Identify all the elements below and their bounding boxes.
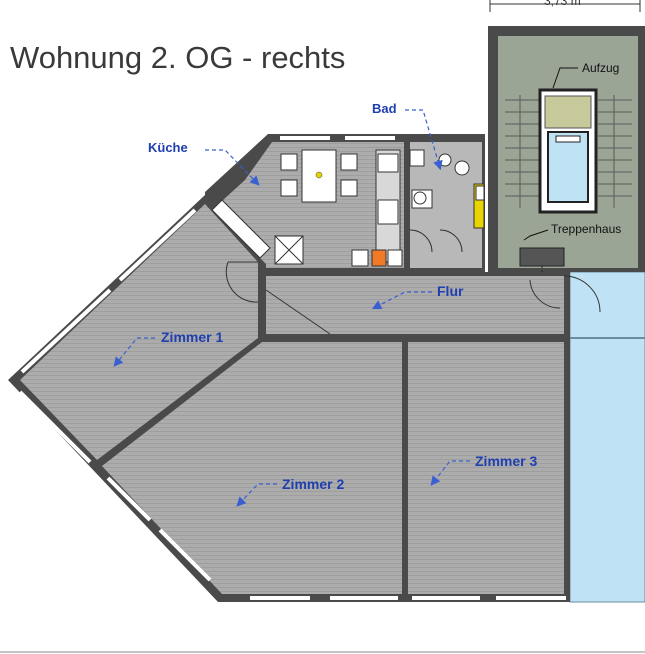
dimension-label: 3,73 m (544, 0, 581, 8)
room-label-zimmer2: Zimmer 2 (282, 476, 345, 492)
room-label-flur: Flur (437, 283, 464, 299)
doors (225, 261, 601, 335)
windows (18, 136, 566, 600)
bath-fixtures (409, 149, 485, 253)
room-label-zimmer1: Zimmer 1 (161, 329, 224, 345)
label-aufzug: Aufzug (582, 61, 620, 75)
balcony (569, 271, 645, 603)
page-title: Wohnung 2. OG - rechts (10, 40, 346, 75)
dimension-line (489, 0, 641, 12)
kitchen-furniture (211, 149, 403, 267)
stairwell (488, 26, 645, 292)
apartment-walls (8, 134, 570, 602)
stair-arrows (523, 67, 578, 241)
room-label-kueche: Küche (148, 140, 188, 155)
label-treppenhaus: Treppenhaus (551, 222, 622, 236)
room-label-bad: Bad (372, 101, 397, 116)
room-label-zimmer3: Zimmer 3 (475, 453, 538, 469)
label-arrows (113, 109, 470, 507)
